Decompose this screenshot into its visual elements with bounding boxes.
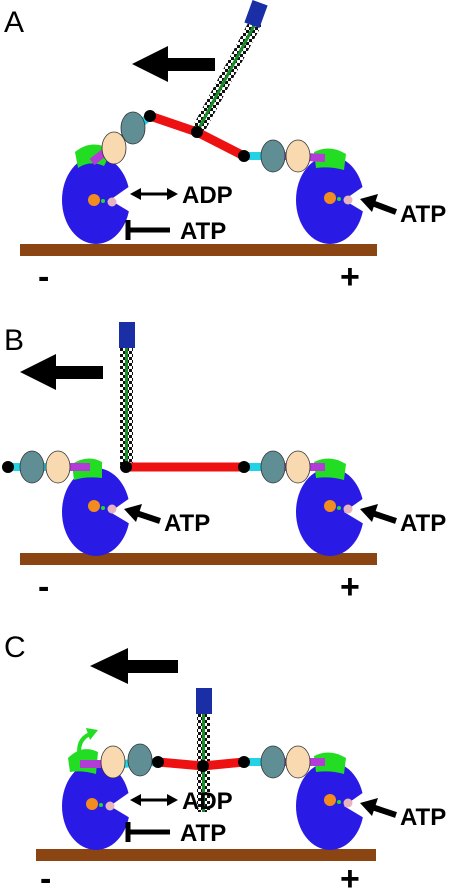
- actin-track: [20, 553, 377, 565]
- left-arrow-icon: [132, 46, 215, 82]
- left-head-label-1: ADP: [182, 182, 233, 209]
- left-motor-head: [62, 110, 156, 244]
- left-motor-head: [62, 743, 164, 850]
- right-motor-head: [238, 745, 364, 850]
- minus-end-label: -: [38, 568, 49, 606]
- stalk-junction: [120, 461, 132, 473]
- panel-c: C - +: [4, 631, 446, 891]
- left-head-label-1: ATP: [164, 510, 210, 537]
- cargo-stalk: [191, 0, 268, 136]
- t-bar-icon: [125, 822, 170, 842]
- right-motor-head: [238, 450, 364, 556]
- left-motor-head: [2, 450, 130, 556]
- left-arrow-icon: [90, 648, 178, 684]
- t-bar-icon: [125, 220, 170, 240]
- panel-letter: C: [4, 631, 26, 664]
- cargo-stalk: [119, 322, 135, 468]
- minus-end-label: -: [40, 860, 51, 891]
- panel-letter: B: [4, 324, 24, 357]
- right-to-left-arrow-icon: [360, 194, 398, 215]
- double-arrow-icon: [130, 794, 178, 806]
- right-head-label-1: ATP: [400, 804, 446, 831]
- right-head-label-1: ATP: [400, 201, 446, 228]
- panel-letter: A: [4, 6, 24, 39]
- minus-end-label: -: [38, 258, 49, 296]
- left-head-label-2: ATP: [180, 218, 226, 245]
- actin-track: [36, 849, 376, 861]
- left-arrow-icon: [20, 354, 103, 390]
- right-to-left-arrow-icon: [360, 798, 397, 818]
- panel-b: B - +: [2, 322, 446, 606]
- right-to-left-arrow-icon: [124, 504, 161, 524]
- plus-end-label: +: [340, 860, 360, 891]
- double-arrow-icon: [130, 188, 178, 200]
- left-head-label-2: ATP: [180, 820, 226, 847]
- panel-a: A - +: [4, 0, 446, 296]
- right-to-left-arrow-icon: [360, 504, 397, 524]
- plus-end-label: +: [340, 258, 360, 296]
- stalk-junction: [191, 126, 203, 138]
- right-motor-head: [238, 139, 364, 244]
- stalk-junction: [197, 760, 209, 772]
- right-head-label-1: ATP: [400, 510, 446, 537]
- left-head-label-1: ADP: [182, 788, 233, 815]
- curved-arrow-icon: [77, 728, 98, 759]
- plus-end-label: +: [340, 568, 360, 606]
- actin-track: [20, 244, 377, 256]
